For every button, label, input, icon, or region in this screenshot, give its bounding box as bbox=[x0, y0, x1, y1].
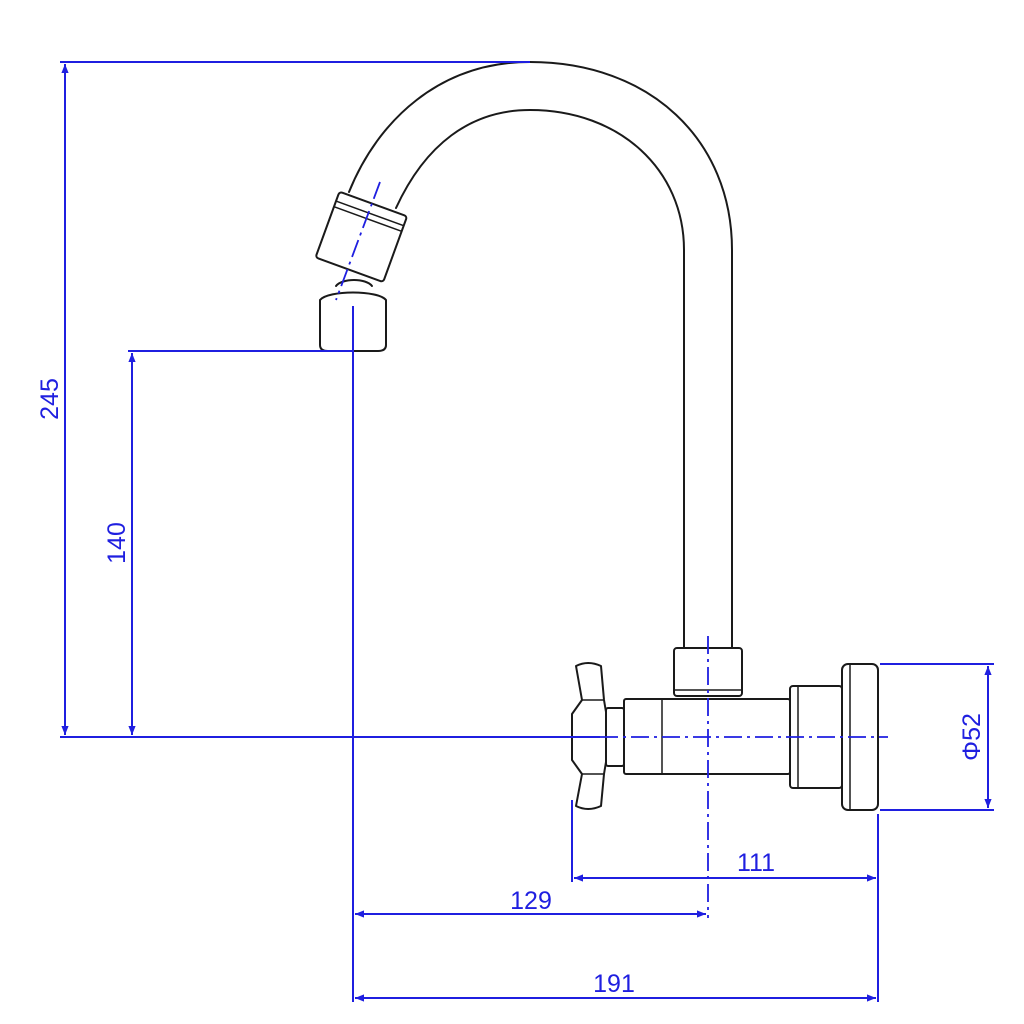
swivel-joint bbox=[335, 279, 373, 287]
centerlines bbox=[335, 181, 888, 918]
dim-label-outlet-height: 140 bbox=[103, 522, 131, 564]
dim-label-total-height: 245 bbox=[36, 378, 64, 420]
dimension-lines bbox=[60, 61, 994, 1002]
dim-label-total-reach: 191 bbox=[593, 970, 635, 998]
dim-label-valve-to-wall: 111 bbox=[737, 849, 775, 877]
dim-label-spout-reach: 129 bbox=[510, 887, 552, 915]
spout-pipe-inner bbox=[395, 109, 685, 649]
dim-label-flange-diameter: Φ52 bbox=[958, 713, 986, 761]
aerator-axis bbox=[335, 181, 381, 301]
faucet-outline bbox=[315, 61, 879, 811]
spout-pipe-outer bbox=[348, 61, 733, 649]
aerator-sleeve bbox=[315, 191, 408, 283]
